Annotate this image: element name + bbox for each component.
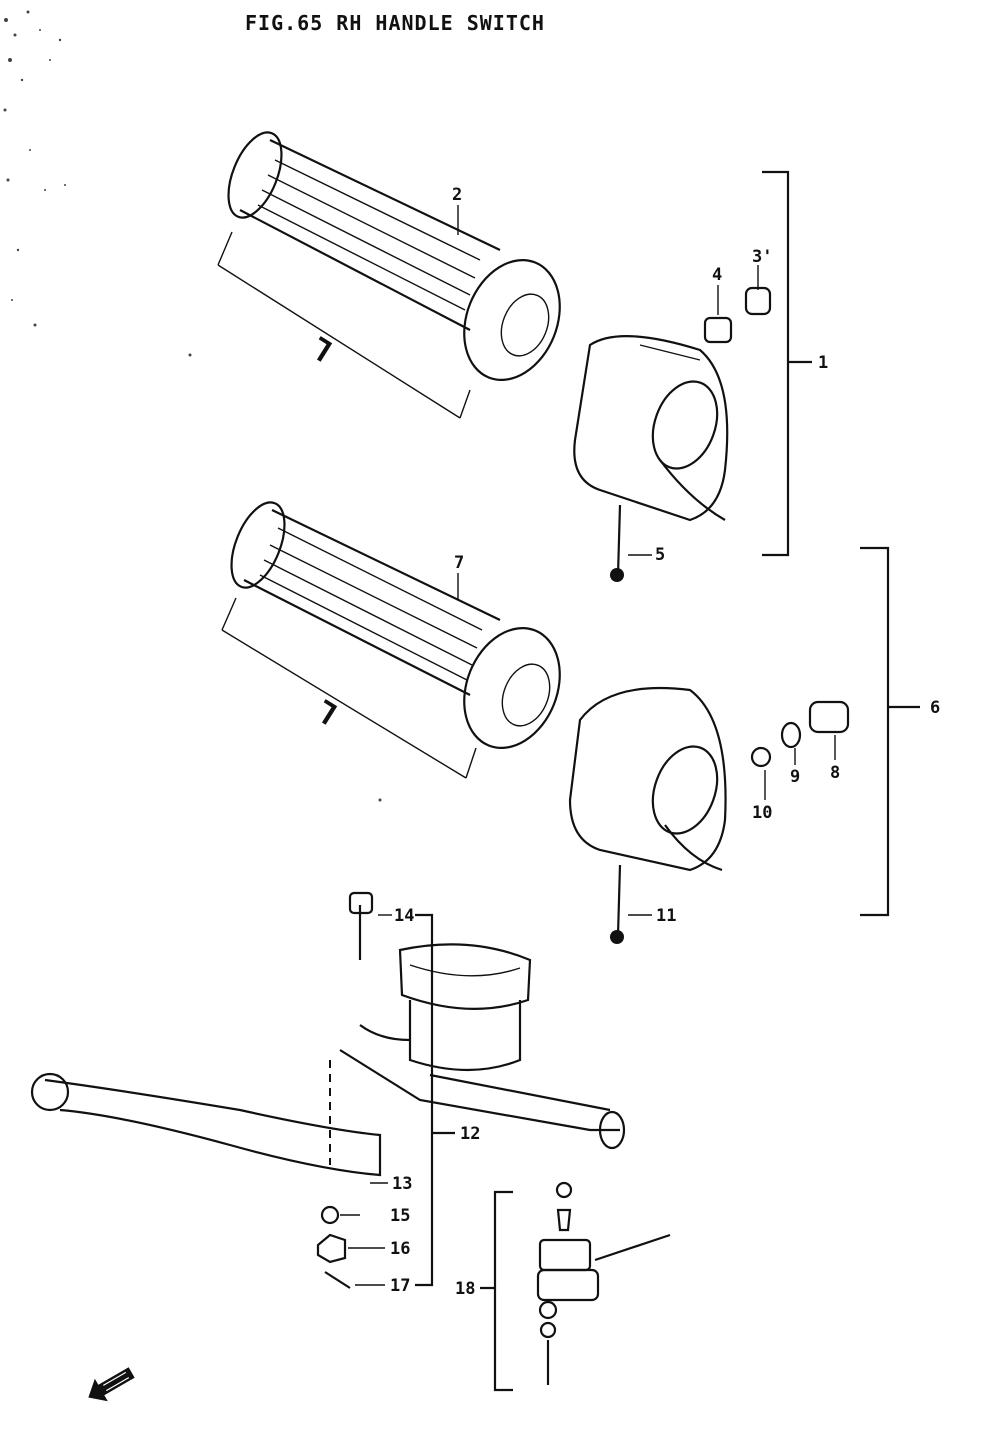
callout-11: 11 [656, 906, 676, 926]
figure-title: FIG.65 RH HANDLE SWITCH [245, 11, 545, 35]
callout-13: 13 [392, 1174, 412, 1194]
upper-grip-length-dimension: L [217, 231, 471, 419]
callout-15: 15 [390, 1206, 410, 1226]
callout-4: 4 [712, 265, 722, 285]
callout-16: 16 [390, 1239, 410, 1259]
upper-grip-drawing [227, 131, 561, 382]
callout-5: 5 [655, 545, 665, 565]
lower-switch-housing-drawing [568, 686, 850, 944]
lower-grip-length-label: L [310, 692, 344, 731]
callout-numbers: 1 2 3' 4 5 6 7 8 9 10 11 12 13 14 15 16 … [390, 185, 940, 1299]
lower-grip-drawing [230, 501, 561, 750]
callout-8: 8 [830, 763, 840, 783]
callout-9: 9 [790, 767, 800, 787]
master-cylinder-drawing [30, 891, 626, 1289]
brake-switch-drawing [536, 1181, 671, 1385]
scan-noise [3, 10, 382, 802]
callout-2: 2 [452, 185, 462, 205]
callout-3: 3' [752, 247, 772, 267]
callout-18: 18 [455, 1279, 475, 1299]
callout-6: 6 [930, 698, 940, 718]
callout-12: 12 [460, 1124, 480, 1144]
callout-7: 7 [454, 553, 464, 573]
callout-10: 10 [752, 803, 772, 823]
upper-switch-housing-drawing [573, 286, 772, 582]
lower-grip-length-dimension: L [221, 597, 477, 779]
callout-17: 17 [390, 1276, 410, 1296]
callout-leaders [340, 170, 920, 1392]
front-direction-arrow-icon [88, 1367, 135, 1402]
upper-grip-length-label: L [305, 329, 339, 368]
callout-1: 1 [818, 353, 828, 373]
callout-14: 14 [394, 906, 414, 926]
